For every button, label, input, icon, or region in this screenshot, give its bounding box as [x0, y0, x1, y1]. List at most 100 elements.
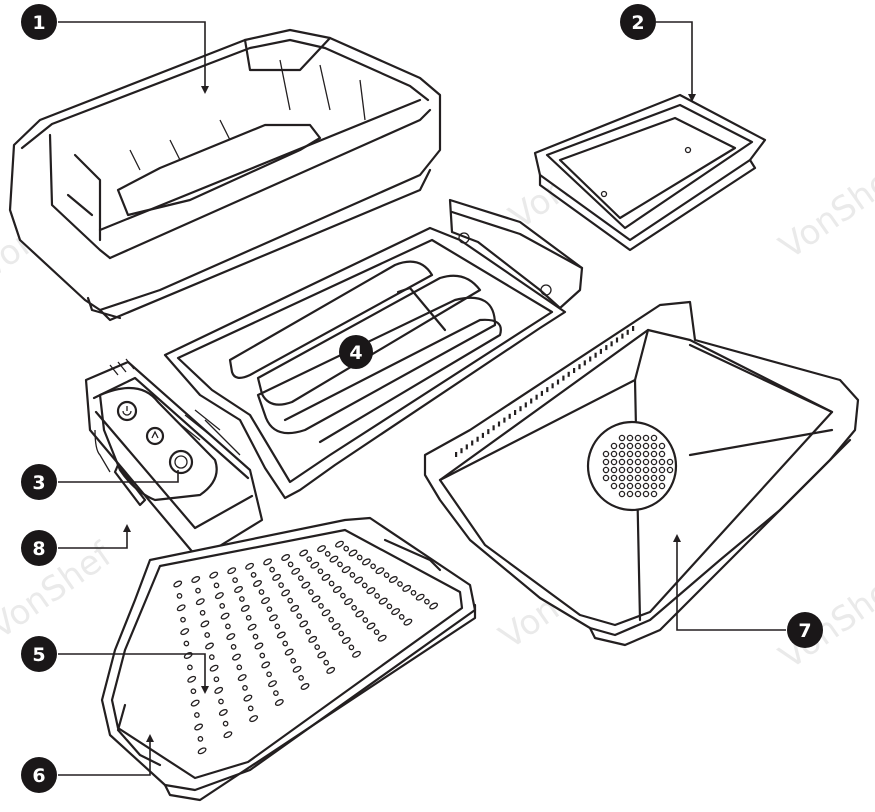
grill-hole [195, 587, 201, 594]
grill-hole [290, 604, 300, 612]
callout-number: 7 [798, 620, 811, 642]
drain-hole [610, 442, 618, 450]
housing-base [8, 28, 442, 322]
grill-hole [429, 602, 439, 610]
grill-hole [209, 571, 219, 579]
drip-pan-slots [455, 326, 635, 457]
grill-hole [252, 633, 259, 640]
grill-hole [299, 549, 309, 557]
drain-hole [634, 474, 642, 482]
leader-line-7 [676, 540, 786, 631]
grill-hole [328, 580, 335, 587]
callout-6: 6 [21, 757, 57, 793]
grill-hole [306, 556, 313, 562]
drip-pan-slot [626, 329, 629, 335]
grill-hole [183, 640, 190, 647]
drain-hole [650, 490, 658, 498]
grill-hole [343, 545, 350, 552]
grill-hole [326, 666, 336, 674]
drain-hole [658, 466, 666, 474]
callout-circle [620, 4, 656, 40]
callout-5: 5 [21, 636, 57, 672]
grill-hole [240, 604, 250, 612]
drip-pan-slot [524, 402, 527, 408]
drain-hole [650, 442, 658, 450]
grill-hole [318, 603, 324, 609]
grill-hole [274, 699, 284, 706]
grill-hole [415, 593, 425, 601]
grill-hole [388, 576, 398, 583]
grill-hole [354, 576, 364, 584]
drip-pan-slot [535, 394, 538, 400]
grill-hole [308, 589, 314, 595]
drip-pan-slot [546, 387, 549, 393]
grill-hole [366, 622, 376, 630]
grill-hole [239, 596, 245, 602]
drip-pan-slot [615, 337, 619, 343]
grill-hole [292, 665, 302, 673]
leader-line-5 [58, 653, 206, 692]
drain-hole [650, 466, 658, 474]
grill-hole [410, 589, 417, 596]
grill-hole [199, 609, 206, 616]
grill-hole [377, 634, 387, 642]
grill-hole [230, 644, 237, 650]
grill-hole [245, 562, 255, 570]
callout-1: 1 [21, 4, 57, 40]
callout-4: 4 [339, 335, 373, 369]
callout-circle [21, 757, 57, 793]
callout-circle [21, 464, 57, 500]
drain-hole [610, 450, 618, 458]
grill-hole [281, 554, 291, 561]
drain-hole [626, 458, 634, 466]
grill-hole [361, 582, 368, 589]
grill-hole [373, 629, 380, 635]
drain-hole [642, 466, 650, 474]
grill-hole [242, 685, 248, 691]
drain-hole [626, 474, 634, 482]
grill-hole [208, 654, 215, 660]
grill-hole [287, 561, 294, 568]
grill-hole [386, 603, 393, 610]
drip-pan-slot [460, 448, 463, 454]
drip-pan-slot [621, 333, 624, 339]
grill-hole [234, 586, 243, 593]
drip-pan-slot [578, 364, 581, 370]
grill-hole [276, 631, 286, 639]
drain-hole [658, 458, 666, 466]
grill-hole [226, 633, 236, 641]
callout-number: 1 [32, 12, 45, 34]
grill-plate-perforations [173, 540, 439, 755]
grill-hole [397, 581, 403, 587]
watermark: VonShef [772, 154, 875, 267]
grill-hole [403, 618, 413, 626]
drain-hole [618, 442, 626, 450]
grill-hole [328, 616, 335, 623]
grill-hole [272, 573, 282, 581]
grill-hole [374, 593, 380, 599]
drain-hole [618, 434, 626, 442]
drain-hole [642, 458, 650, 466]
grill-hole [222, 720, 229, 727]
grill-hole [176, 604, 186, 612]
drip-pan-slot [530, 398, 533, 404]
grill-hole [247, 705, 254, 712]
callout-circle [339, 335, 373, 369]
grill-hole [200, 620, 210, 628]
grill-hole [337, 561, 343, 568]
grill-hole [191, 576, 201, 583]
callout-number: 8 [32, 538, 45, 560]
grill-hole [232, 653, 241, 661]
drain-hole [634, 490, 642, 498]
drain-hole [650, 434, 658, 442]
callout-circle [21, 636, 57, 672]
grill-hole [227, 567, 237, 575]
grill-hole [220, 612, 230, 620]
grill-hole [266, 606, 273, 613]
grill-hole [232, 577, 238, 583]
grill-hole [391, 608, 401, 616]
grill-hole [187, 664, 193, 671]
drip-pan-slot [605, 345, 608, 351]
grill-hole [378, 597, 388, 605]
